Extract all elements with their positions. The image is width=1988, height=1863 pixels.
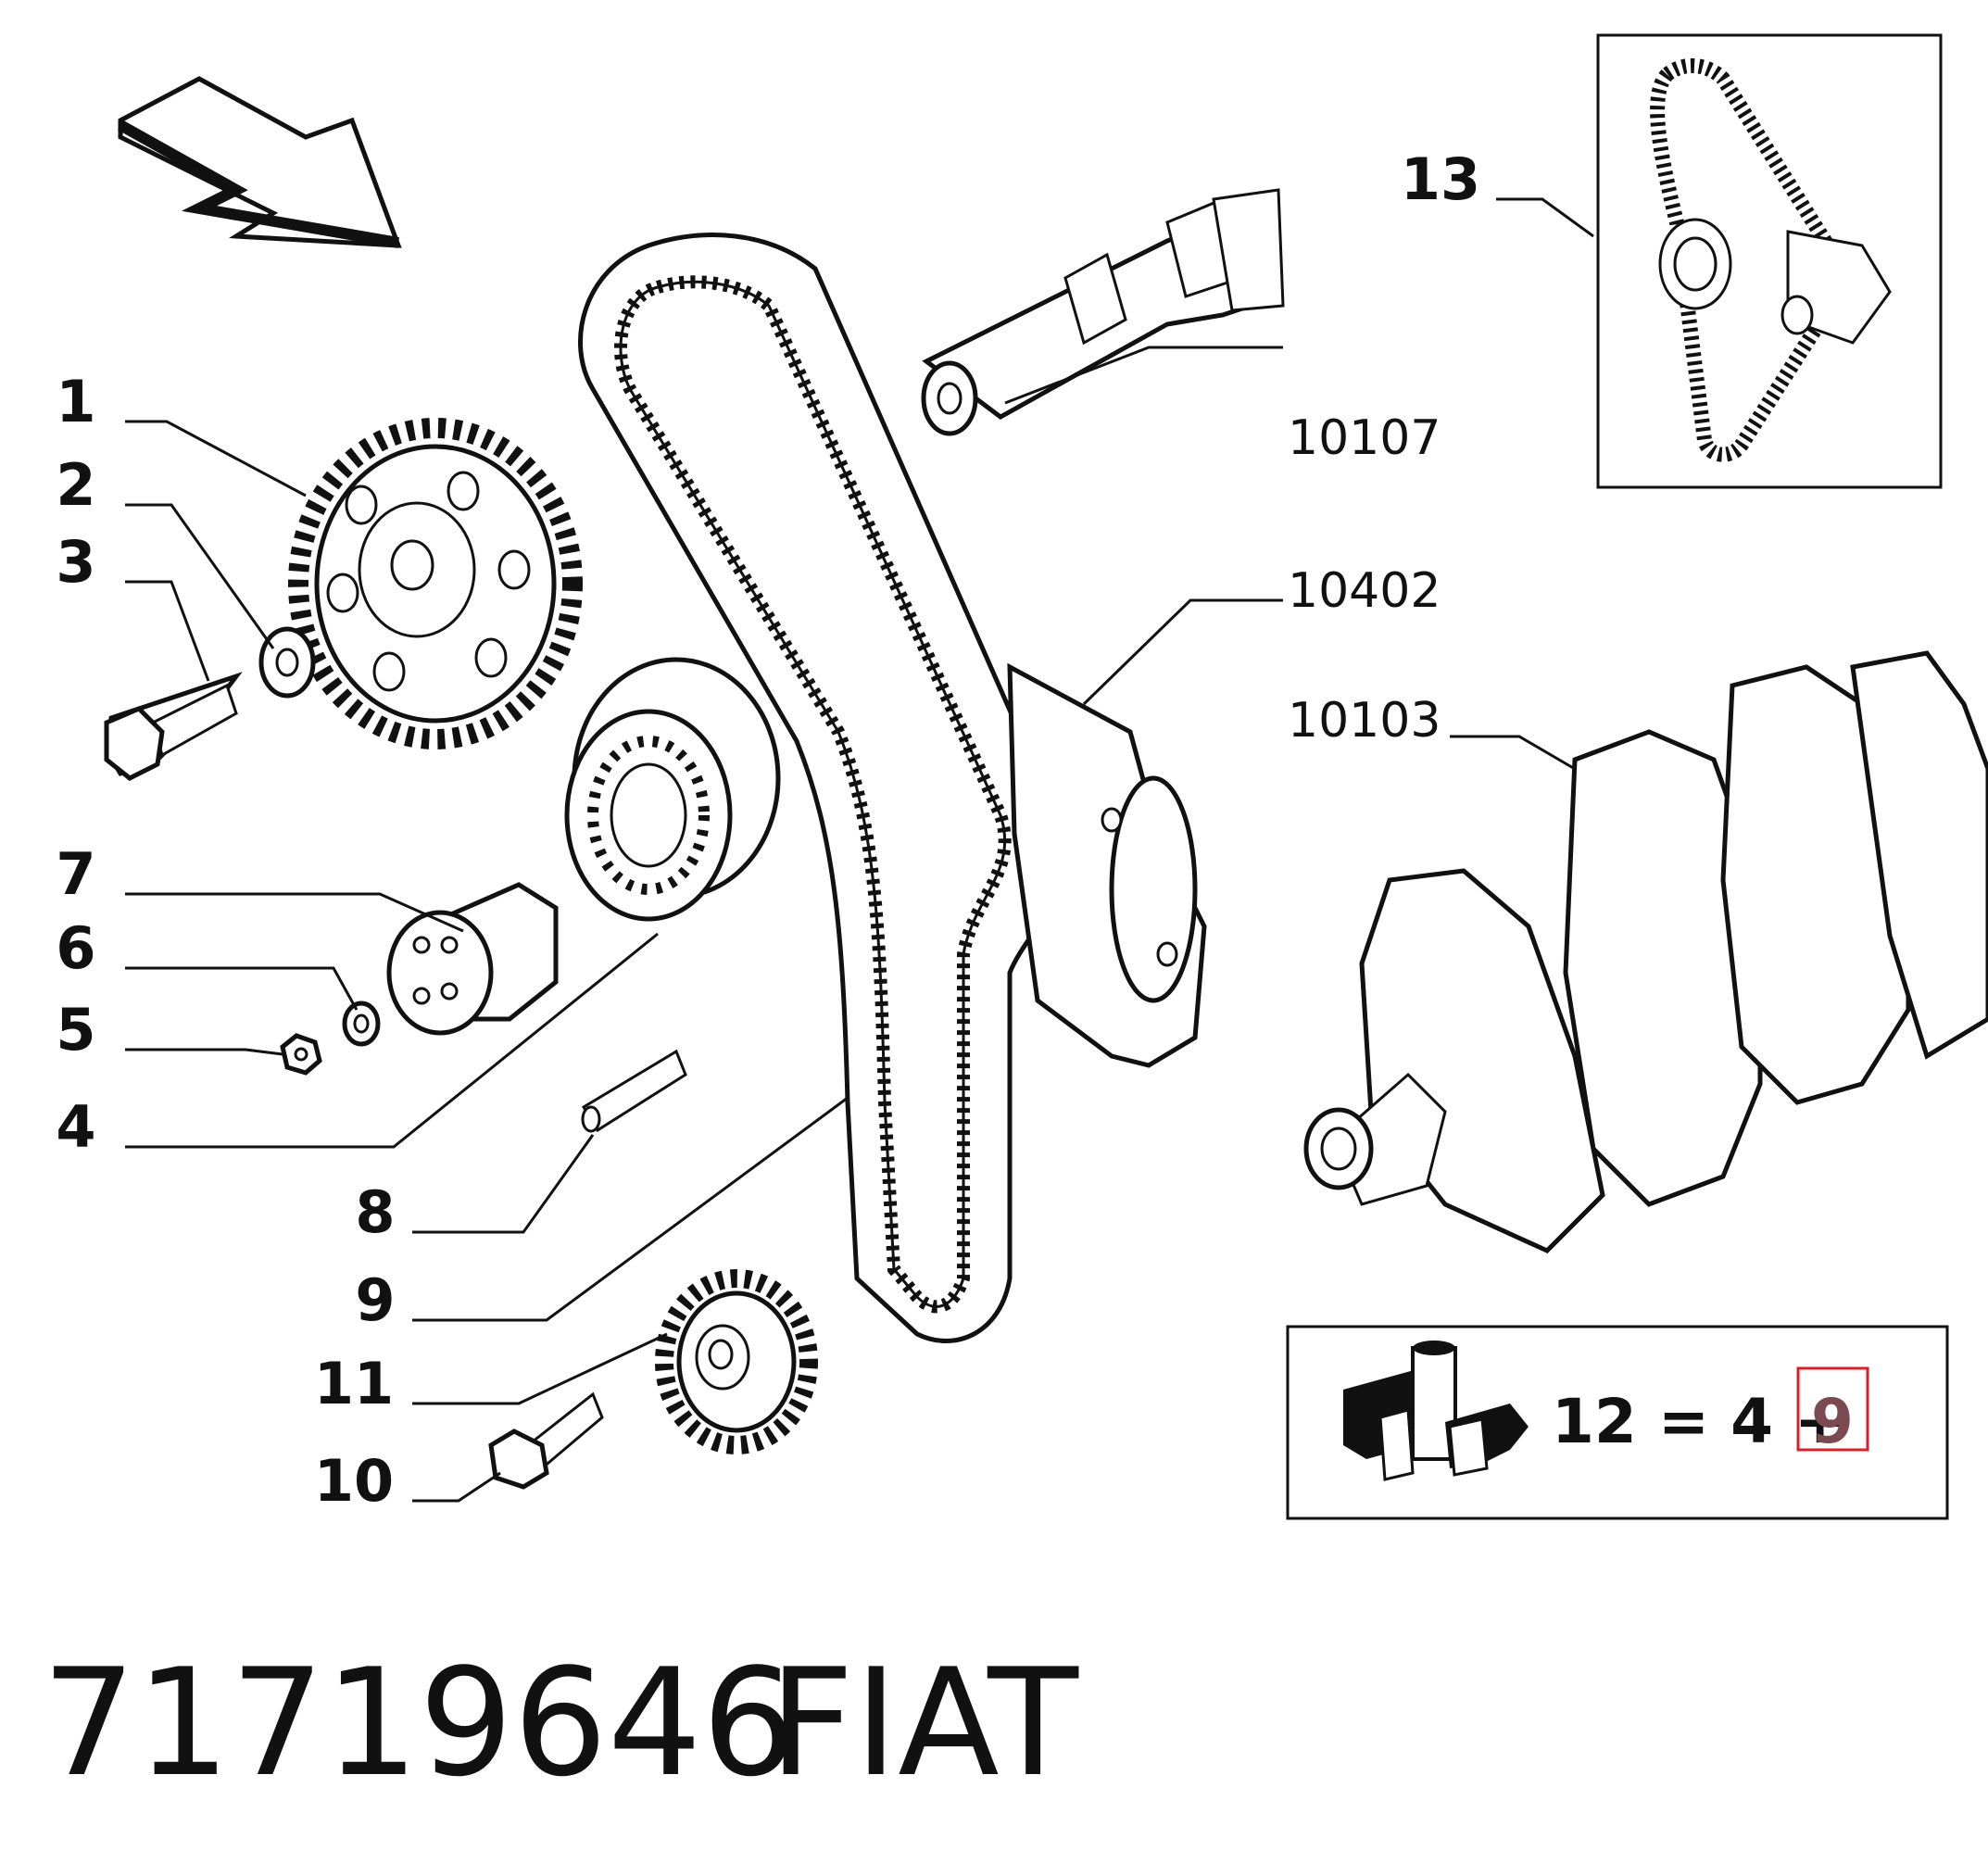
callout-4: 4	[56, 1093, 95, 1161]
crankshaft	[1303, 650, 1988, 1253]
washer	[258, 626, 316, 699]
camshaft-sprocket	[288, 418, 583, 749]
callout-13: 13	[1401, 145, 1480, 213]
tensioner-pulley	[564, 657, 781, 922]
highlighted-number: 9	[1811, 1386, 1854, 1457]
tensioner-hub	[386, 882, 559, 1036]
small-washer	[342, 1001, 381, 1047]
callout-2: 2	[56, 451, 95, 519]
part-number-10402: 10402	[1288, 563, 1441, 619]
callout-9: 9	[355, 1266, 395, 1334]
part-number-10103: 10103	[1288, 693, 1441, 749]
footer-part-code: 71719646	[42, 1636, 796, 1809]
callout-6: 6	[56, 914, 95, 982]
crank-bolt	[488, 1391, 604, 1490]
part-number-10107: 10107	[1288, 410, 1441, 466]
nut	[280, 1033, 322, 1076]
callout-7: 7	[56, 840, 95, 908]
callout-5: 5	[56, 996, 95, 1064]
cam-bolt	[104, 672, 243, 781]
pump-housing	[1007, 662, 1207, 1068]
stud	[581, 1049, 687, 1133]
footer-brand: FIAT	[769, 1636, 1079, 1809]
callout-3: 3	[56, 528, 95, 596]
kit-formula: 12 = 4 +	[1552, 1386, 1845, 1457]
timing-belt	[578, 233, 1070, 1343]
leader-lines	[125, 197, 1594, 1503]
crankshaft-sprocket	[655, 1269, 818, 1454]
kit-formula-box: 12 = 4 + 9	[1286, 1325, 1949, 1520]
callout-10: 10	[314, 1447, 394, 1515]
callout-8: 8	[355, 1178, 395, 1246]
fiat-parts-kit-icon	[1343, 1341, 1529, 1481]
callout-1: 1	[56, 368, 95, 435]
highlight-box	[1796, 1366, 1869, 1452]
timing-belt-kit-inset	[1596, 33, 1943, 489]
callout-11: 11	[314, 1350, 394, 1417]
camshaft	[921, 188, 1285, 436]
direction-arrow-icon	[118, 76, 402, 248]
